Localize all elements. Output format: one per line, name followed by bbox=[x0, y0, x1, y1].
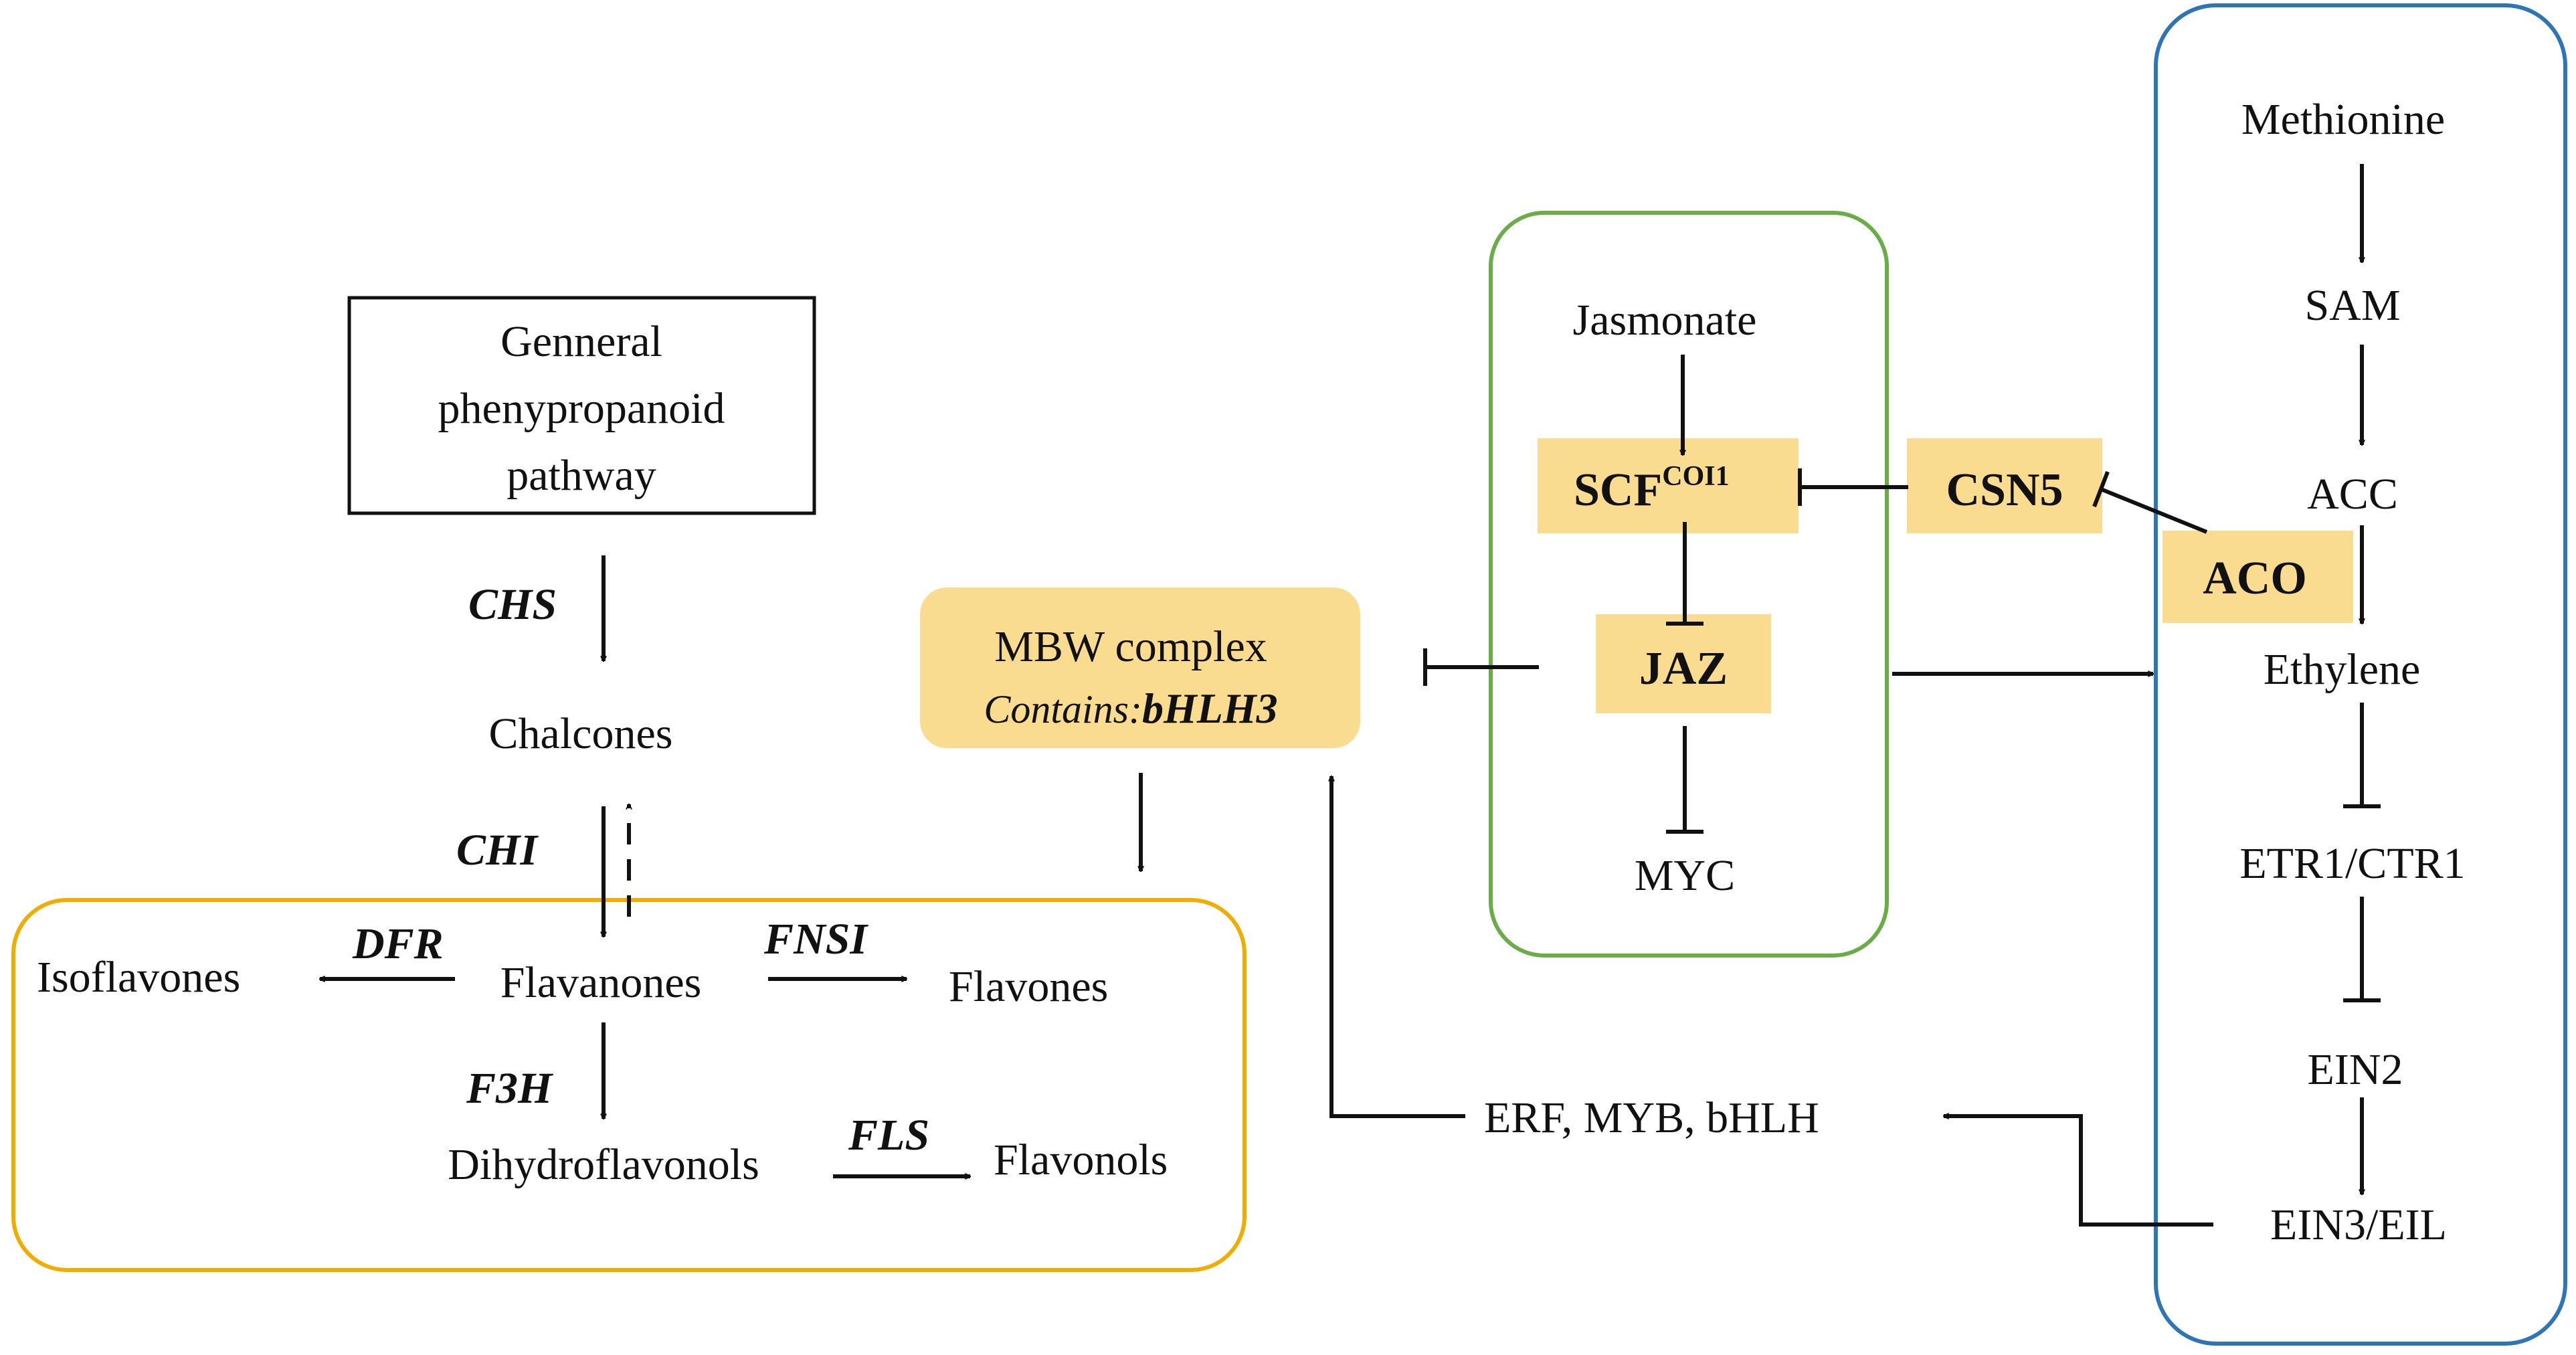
sam-label: SAM bbox=[2304, 281, 2400, 330]
flavanones-label: Flavanones bbox=[500, 958, 702, 1007]
dfr-label: DFR bbox=[352, 919, 444, 968]
phenylpropanoid-line1: Genneral bbox=[500, 317, 662, 366]
ein3-eil-label: EIN3/EIL bbox=[2270, 1200, 2447, 1249]
csn5-highlight-box bbox=[1907, 438, 2102, 533]
chs-label: CHS bbox=[468, 580, 557, 629]
scf-text: SCF bbox=[1574, 464, 1662, 516]
arrow-tfs-to-mbw bbox=[1331, 776, 1465, 1118]
jaz-label: JAZ bbox=[1639, 643, 1728, 695]
inhibit-aco-to-csn5-bar bbox=[2092, 470, 2110, 508]
dihydroflavonols-label: Dihydroflavonols bbox=[448, 1140, 759, 1189]
jaz-highlight-box bbox=[1596, 614, 1771, 713]
methionine-label: Methionine bbox=[2241, 95, 2445, 144]
aco-label: ACO bbox=[2203, 553, 2307, 604]
isoflavones-label: Isoflavones bbox=[37, 953, 240, 1002]
jasmonate-region-box bbox=[1489, 211, 1889, 958]
ethylene-label: Ethylene bbox=[2264, 645, 2421, 694]
mbw-contains-gene: bHLH3 bbox=[1142, 685, 1278, 732]
chi-label: CHI bbox=[456, 826, 539, 875]
phenylpropanoid-line2: phenypropanoid bbox=[438, 384, 725, 433]
tfs-label: ERF, MYB, bHLH bbox=[1484, 1093, 1819, 1142]
acc-label: ACC bbox=[2307, 470, 2398, 519]
mbw-complex-box bbox=[920, 588, 1360, 748]
ein2-label: EIN2 bbox=[2308, 1045, 2403, 1094]
phenylpropanoid-line3: pathway bbox=[507, 451, 656, 500]
scf-label: SCFCOI1 bbox=[1574, 461, 1730, 516]
fnsi-label: FNSI bbox=[763, 915, 868, 964]
flavones-label: Flavones bbox=[949, 962, 1108, 1011]
ethylene-region-box bbox=[2154, 3, 2567, 1346]
f3h-label: F3H bbox=[466, 1064, 554, 1113]
csn5-label: CSN5 bbox=[1946, 464, 2063, 516]
flavonols-label: Flavonols bbox=[994, 1136, 1168, 1184]
fls-label: FLS bbox=[848, 1111, 929, 1160]
mbw-complex-title: MBW complex bbox=[994, 622, 1267, 671]
chalcones-label: Chalcones bbox=[489, 709, 673, 758]
jasmonate-label: Jasmonate bbox=[1573, 296, 1757, 345]
mbw-contains-line: Contains:bHLH3 bbox=[984, 685, 1277, 732]
aco-highlight-box bbox=[2163, 531, 2353, 623]
inhibit-aco-to-csn5 bbox=[2100, 487, 2208, 534]
etr1-ctr1-label: ETR1/CTR1 bbox=[2239, 839, 2465, 888]
mbw-contains-prefix: Contains: bbox=[984, 687, 1142, 731]
scf-superscript: COI1 bbox=[1662, 461, 1729, 492]
scf-highlight-box bbox=[1538, 438, 1799, 533]
phenylpropanoid-box bbox=[347, 296, 816, 515]
arrow-ein3-to-tfs bbox=[1944, 1116, 2213, 1227]
myc-label: MYC bbox=[1635, 851, 1735, 900]
